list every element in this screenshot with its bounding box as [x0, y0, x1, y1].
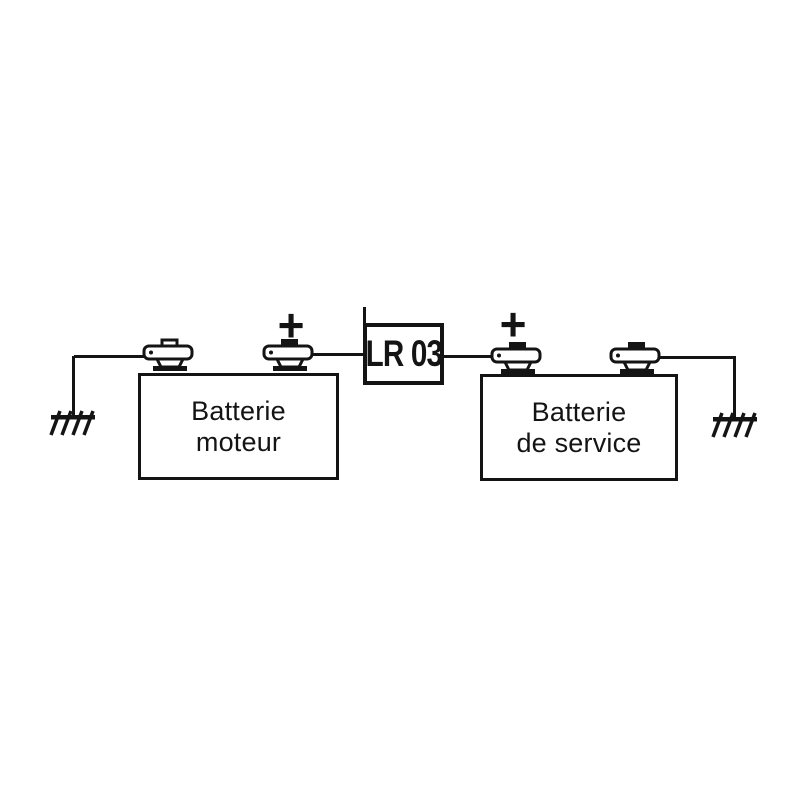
wire-relay-to-battery2	[442, 355, 494, 358]
ground-icon	[49, 410, 95, 436]
battery-moteur-label-line2: moteur	[195, 426, 282, 457]
battery-terminal-clamp-icon	[142, 338, 194, 371]
ground-icon	[711, 412, 757, 438]
wire-ground-left-horizontal	[74, 355, 146, 358]
battery-moteur-label-line1: Batterie	[191, 395, 286, 426]
wire-battery2-to-ground	[655, 356, 736, 359]
battery-service-label-line1: Batterie	[531, 396, 627, 427]
battery-box-moteur: Batterie moteur	[138, 373, 339, 480]
battery-terminal-clamp-icon	[490, 342, 542, 374]
relay-label: LR 03	[365, 333, 442, 374]
wire-ground-right-vertical	[733, 357, 736, 418]
relay-top-stub-line	[363, 307, 366, 325]
battery-service-label-line2: de service	[516, 427, 642, 458]
battery-box-service: Batterie de service	[480, 374, 678, 481]
positive-terminal-sign-right: +	[499, 298, 527, 350]
relay-box: LR 03	[363, 323, 444, 385]
battery-terminal-clamp-icon	[262, 339, 314, 371]
positive-terminal-sign-left: +	[277, 299, 305, 351]
wire-battery1-to-relay	[308, 353, 365, 356]
wire-ground-left-vertical	[72, 356, 75, 416]
battery-terminal-clamp-icon	[609, 342, 661, 374]
